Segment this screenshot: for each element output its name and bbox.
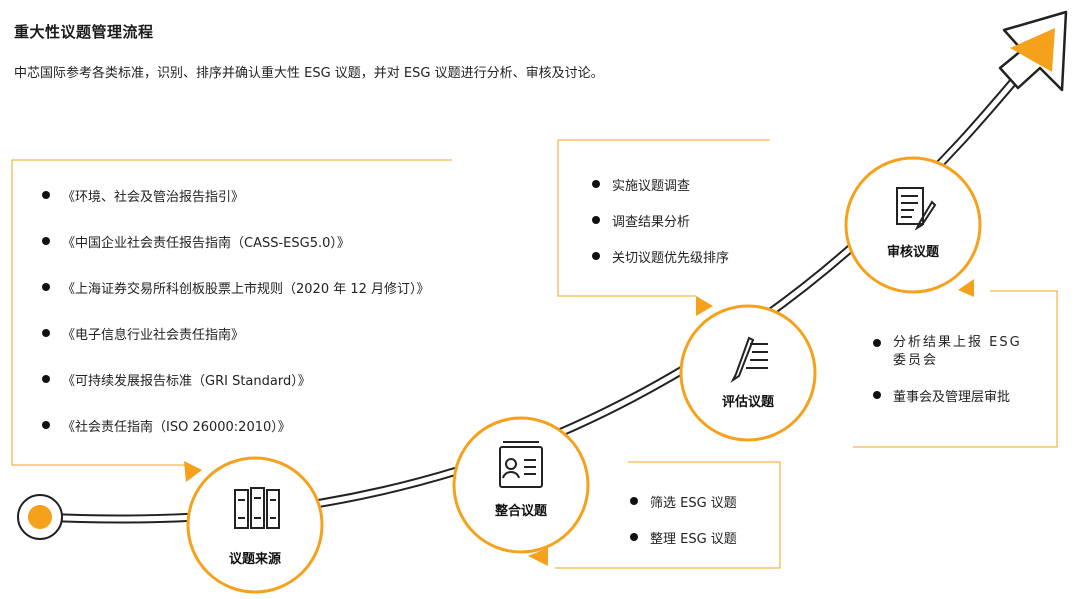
- id-card-icon: [499, 441, 543, 488]
- list-item: 筛选 ESG 议题: [630, 492, 737, 528]
- list-item: 分析结果上报 ESG 委员会: [873, 334, 1033, 386]
- review-bracket: [853, 290, 1058, 448]
- evaluate-bracket: [557, 139, 770, 297]
- review-list: 分析结果上报 ESG 委员会 董事会及管理层审批: [873, 334, 1033, 416]
- list-item: 董事会及管理层审批: [873, 386, 1033, 416]
- list-item: 整理 ESG 议题: [630, 528, 737, 564]
- list-item: 关切议题优先级排序: [592, 247, 729, 283]
- stage-sources-label: 议题来源: [228, 552, 281, 567]
- list-item: 《电子信息行业社会责任指南》: [42, 324, 430, 370]
- list-item: 实施议题调查: [592, 175, 729, 211]
- arrowhead-fill: [1010, 28, 1055, 72]
- sources-bracket: [11, 159, 452, 466]
- pen-list-icon: [730, 336, 768, 383]
- stage-review-label: 审核议题: [886, 245, 939, 260]
- stage-evaluate-circle: [679, 304, 817, 442]
- sources-list: 《环境、社会及管治报告指引》 《中国企业社会责任报告指南（CASS-ESG5.0…: [42, 186, 430, 462]
- integrate-bracket: [555, 461, 781, 569]
- evaluate-list: 实施议题调查 调查结果分析 关切议题优先级排序: [592, 175, 729, 283]
- document-pen-icon: [896, 187, 937, 231]
- list-item: 《中国企业社会责任报告指南（CASS-ESG5.0）》: [42, 232, 430, 278]
- binders-icon: [234, 487, 280, 529]
- stage-integrate-circle: [452, 416, 590, 554]
- list-item: 《可持续发展报告标准（GRI Standard）》: [42, 370, 430, 416]
- integrate-pointer: [528, 548, 548, 566]
- page-title: 重大性议题管理流程: [14, 23, 154, 41]
- stage-evaluate-label: 评估议题: [721, 395, 774, 410]
- integrate-list: 筛选 ESG 议题 整理 ESG 议题: [630, 492, 737, 564]
- sources-pointer: [184, 461, 202, 482]
- start-node-dot: [28, 505, 52, 529]
- stage-integrate-label: 整合议题: [494, 504, 547, 519]
- stage-sources-circle: [186, 456, 324, 594]
- evaluate-pointer: [696, 296, 713, 316]
- list-item: 调查结果分析: [592, 211, 729, 247]
- review-pointer: [958, 279, 974, 297]
- list-item: 《上海证券交易所科创板股票上市规则（2020 年 12 月修订）》: [42, 278, 430, 324]
- list-item: 《社会责任指南（ISO 26000:2010）》: [42, 416, 430, 462]
- list-item: 《环境、社会及管治报告指引》: [42, 186, 430, 232]
- page-subtitle: 中芯国际参考各类标准，识别、排序并确认重大性 ESG 议题，并对 ESG 议题进…: [14, 66, 604, 81]
